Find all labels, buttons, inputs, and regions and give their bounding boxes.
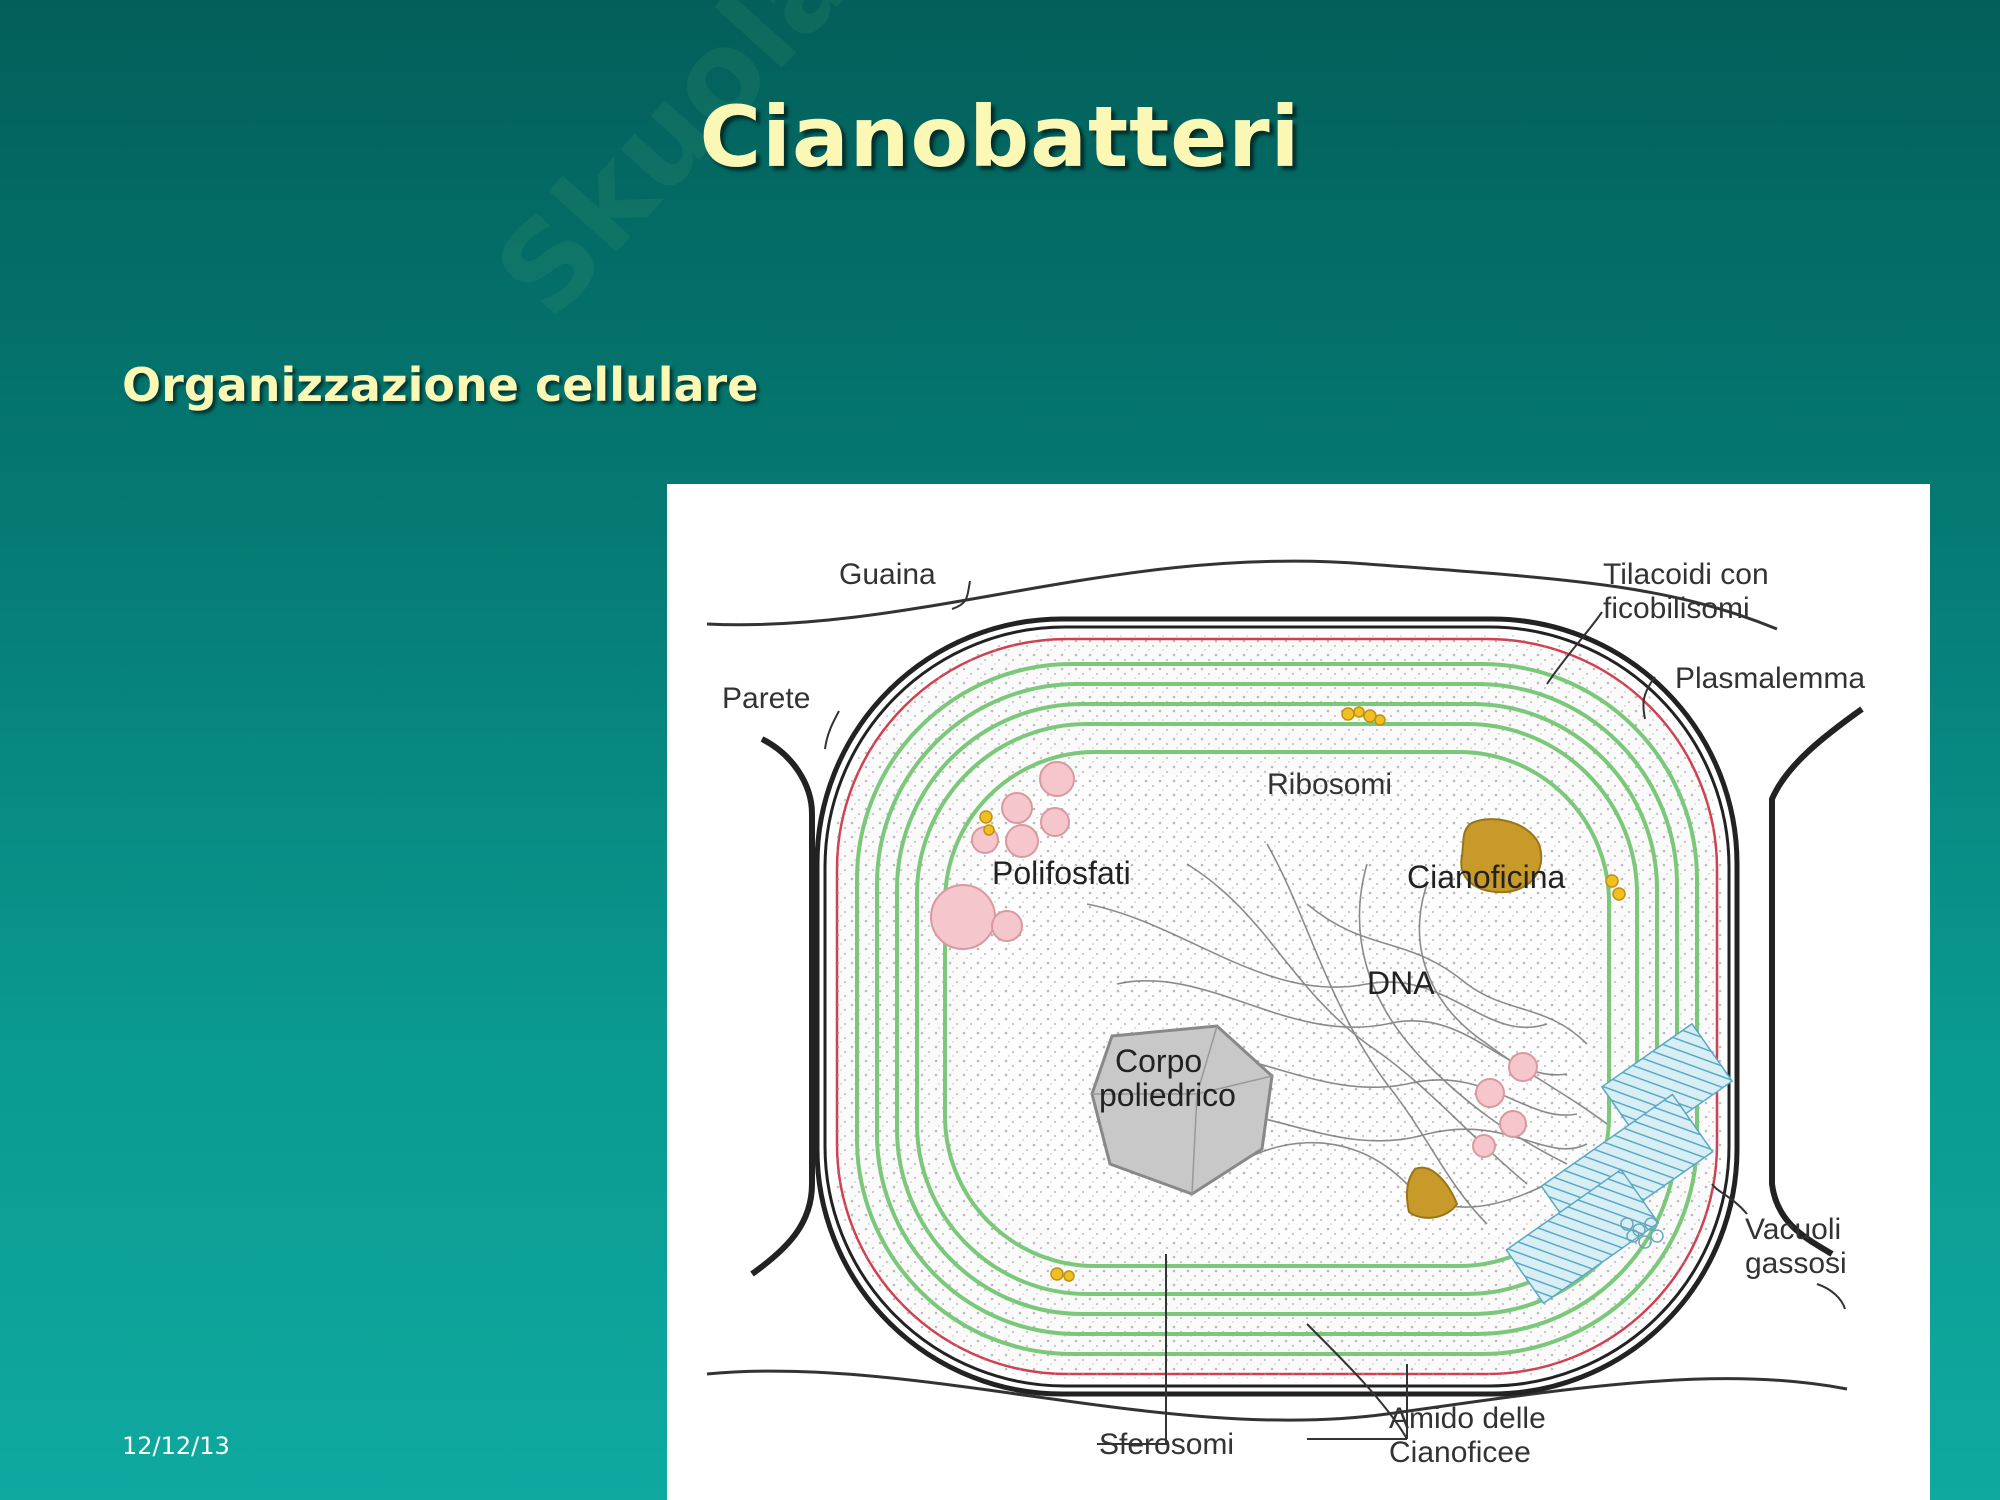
sheath-line-bottom — [706, 1369, 1848, 1422]
cyanophycin-granule-small — [1406, 1166, 1459, 1219]
slide-date: 12/12/13 — [122, 1432, 230, 1460]
label-tilacoidi-2: ficobilisomi — [1603, 592, 1750, 625]
label-guaina: Guaina — [839, 558, 936, 591]
cell-wall-inner — [823, 625, 1731, 1388]
label-ribosomi: Ribosomi — [1267, 768, 1392, 801]
cell-diagram: Guaina Tilacoidi con ficobilisomi Plasma… — [706, 558, 1865, 1469]
neighbor-wall-left — [750, 736, 815, 1277]
label-tilacoidi-1: Tilacoidi con — [1603, 558, 1769, 591]
leader-lines — [824, 580, 1846, 1445]
label-vacuoli-1: Vacuoli — [1745, 1213, 1841, 1246]
label-cianoficina: Cianoficina — [1407, 859, 1566, 895]
label-dna: DNA — [1367, 965, 1435, 1001]
label-amido-2: Cianoficee — [1389, 1436, 1531, 1469]
gas-vacuoles — [1505, 1022, 1734, 1305]
label-sferosomi: Sferosomi — [1099, 1428, 1234, 1461]
cell-diagram-panel: Guaina Tilacoidi con ficobilisomi Plasma… — [667, 484, 1930, 1500]
cyanophycin-granule-large — [1460, 818, 1543, 894]
slide-title: Cianobatteri — [699, 88, 1301, 186]
label-polifosfati: Polifosfati — [992, 855, 1131, 891]
label-vacuoli-2: gassosi — [1745, 1247, 1847, 1280]
label-corpo-1: Corpo — [1115, 1043, 1202, 1079]
label-parete: Parete — [722, 682, 810, 715]
slide-subtitle: Organizzazione cellulare — [122, 358, 759, 412]
polyphosphate-granules — [930, 761, 1538, 1158]
label-amido-1: Amido delle — [1389, 1402, 1546, 1435]
label-corpo-2: poliedrico — [1099, 1077, 1236, 1113]
label-plasmalemma: Plasmalemma — [1675, 662, 1865, 695]
thylakoids — [855, 662, 1699, 1356]
cell-wall-outer — [814, 616, 1740, 1397]
sferosomes — [979, 706, 1626, 1282]
polyhedral-body — [1090, 1024, 1274, 1196]
neighbor-wall-right — [1769, 706, 1864, 1257]
sheath-line-top — [706, 559, 1778, 631]
